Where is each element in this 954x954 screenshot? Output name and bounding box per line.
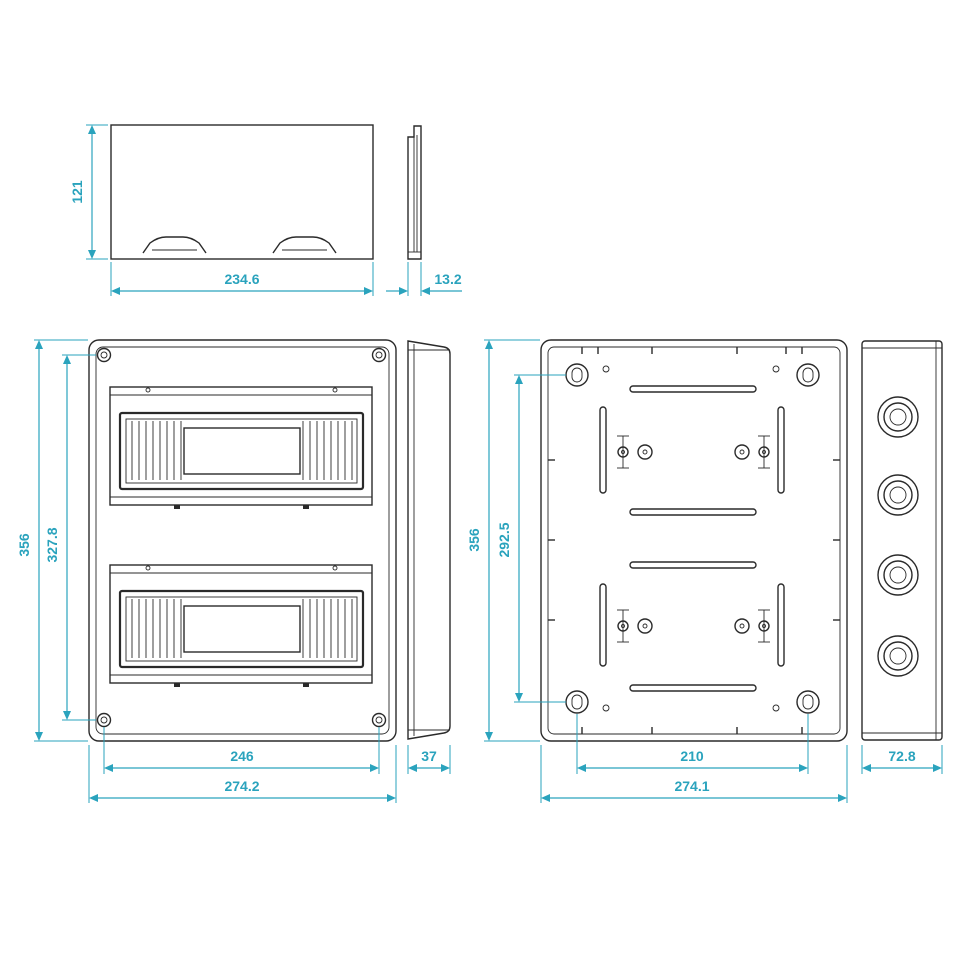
cover-front-view xyxy=(110,124,374,260)
front-width-dim xyxy=(88,745,397,803)
side-box-depth-dim xyxy=(861,745,943,774)
cover-depth-label: 13.2 xyxy=(434,271,461,287)
front-height-dim xyxy=(34,339,88,742)
cover-side-view xyxy=(407,125,422,260)
back-width-dim xyxy=(540,745,848,803)
side-box-view xyxy=(861,340,943,741)
back-mount-width-dim xyxy=(576,714,809,774)
front-width-label: 274.2 xyxy=(224,778,259,794)
cover-width-label: 234.6 xyxy=(224,271,259,287)
back-mount-width-label: 210 xyxy=(680,748,704,764)
upper-module-row xyxy=(109,386,373,509)
back-mount-height-dim xyxy=(514,374,566,703)
front-inner-height-label: 327.8 xyxy=(44,527,60,562)
back-height-label: 356 xyxy=(466,528,482,552)
cover-depth-dim xyxy=(386,262,462,296)
front-inner-height-dim xyxy=(62,354,96,721)
side-box-depth-label: 72.8 xyxy=(888,748,915,764)
front-side-view xyxy=(407,340,451,740)
upper-right-fins xyxy=(302,421,353,480)
back-mount-height-label: 292.5 xyxy=(496,522,512,557)
lower-left-fins xyxy=(131,599,182,658)
side-depth-dim xyxy=(407,745,451,774)
back-height-dim xyxy=(484,339,540,742)
cable-knockouts xyxy=(877,396,919,677)
edge-ticks xyxy=(548,347,840,734)
back-width-label: 274.1 xyxy=(674,778,709,794)
lower-right-fins xyxy=(302,599,353,658)
cover-width-dim xyxy=(110,262,374,296)
side-depth-label: 37 xyxy=(421,748,437,764)
upper-left-fins xyxy=(131,421,182,480)
front-inner-width-label: 246 xyxy=(230,748,254,764)
vertical-slots xyxy=(599,406,785,667)
horizontal-slots xyxy=(629,385,757,692)
front-view xyxy=(88,339,397,742)
rail-mounts xyxy=(617,435,770,643)
front-inner-width-dim xyxy=(103,727,380,774)
lower-module-row xyxy=(109,564,373,687)
front-height-label: 356 xyxy=(16,533,32,557)
keyhole-mounts xyxy=(565,363,820,714)
back-view xyxy=(540,339,848,742)
cover-height-label: 121 xyxy=(69,180,85,204)
cover-height-dim xyxy=(86,124,108,260)
